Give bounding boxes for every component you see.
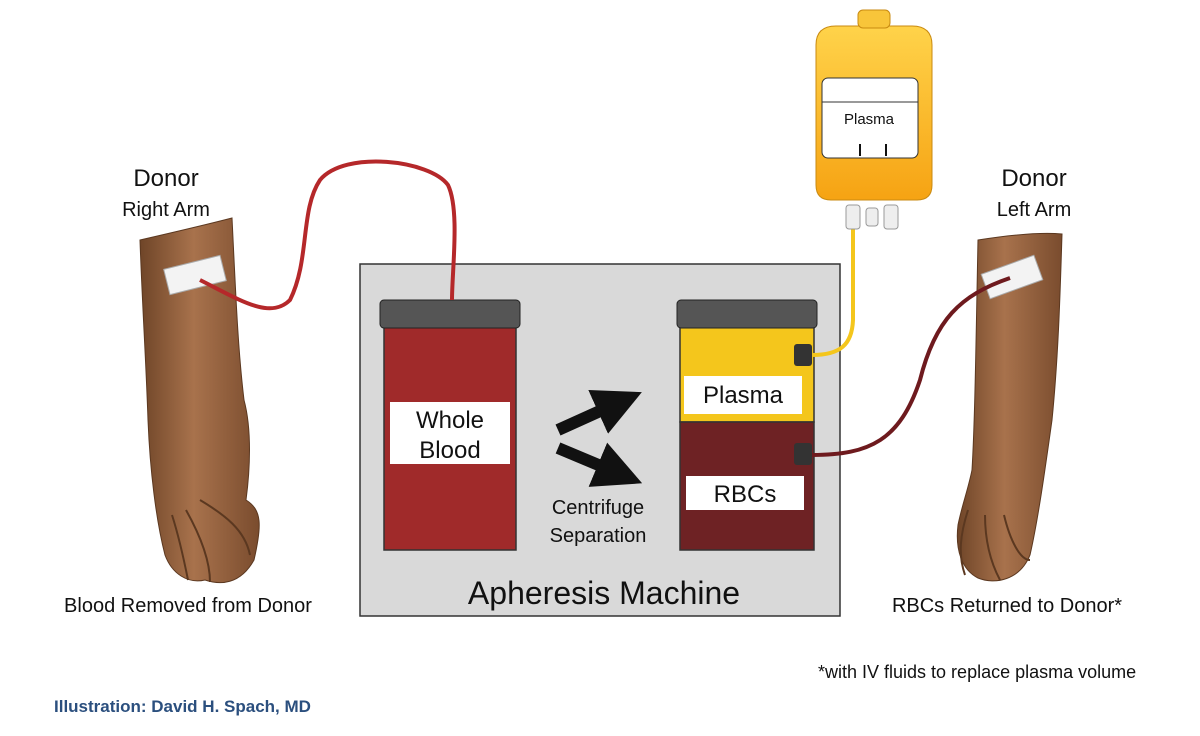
footnote: *with IV fluids to replace plasma volume — [818, 662, 1137, 682]
right-arm-caption: Blood Removed from Donor — [64, 595, 312, 617]
whole-blood-label-line2: Blood — [419, 437, 480, 464]
plasma-layer-label: Plasma — [703, 382, 784, 409]
process-label-line2: Separation — [550, 525, 647, 547]
tube-plasma-to-bag — [811, 225, 855, 357]
tube-donor-to-machine — [199, 159, 457, 311]
whole-blood-label-box — [390, 402, 510, 464]
bag-port-3 — [883, 204, 899, 230]
plasma-port — [794, 344, 812, 366]
bag-port-2 — [865, 207, 879, 227]
right-arm-tape — [163, 254, 227, 296]
right-arm-skin — [139, 217, 260, 584]
rbc-label-box — [686, 476, 804, 510]
bag-port-1 — [845, 204, 861, 230]
right-arm-title: Donor — [133, 165, 198, 192]
machine-label: Apheresis Machine — [468, 575, 740, 611]
plasma-bag — [815, 9, 933, 230]
right-arm-subtitle: Right Arm — [122, 199, 210, 221]
separation-arrows — [555, 390, 643, 487]
left-arm-figure — [956, 232, 1063, 582]
separated-container — [676, 299, 818, 551]
plasma-bag-label — [821, 77, 919, 159]
plasma-label-box — [684, 376, 802, 414]
arrow-to-rbc — [555, 442, 643, 487]
illustration-credit: Illustration: David H. Spach, MD — [54, 697, 311, 716]
process-label-line1: Centrifuge — [552, 497, 644, 519]
left-hand-fingers — [959, 509, 1031, 581]
separated-lid — [676, 299, 818, 329]
arrow-to-plasma — [555, 390, 642, 436]
left-arm-caption: RBCs Returned to Donor* — [892, 595, 1122, 617]
whole-blood-label-line1: Whole — [416, 407, 484, 434]
rbc-layer-label: RBCs — [714, 481, 777, 508]
right-hand-fingers — [171, 499, 251, 583]
tube-rbc-to-donor — [811, 276, 1011, 457]
left-arm-subtitle: Left Arm — [997, 199, 1071, 221]
plasma-bag-text: Plasma — [844, 111, 895, 128]
whole-blood-container — [379, 299, 521, 551]
left-arm-title: Donor — [1001, 165, 1066, 192]
whole-blood-lid — [379, 299, 521, 329]
right-arm-figure — [139, 217, 260, 584]
plasma-bag-hanger — [857, 9, 891, 29]
rbc-port — [794, 443, 812, 465]
left-arm-skin — [956, 232, 1063, 582]
